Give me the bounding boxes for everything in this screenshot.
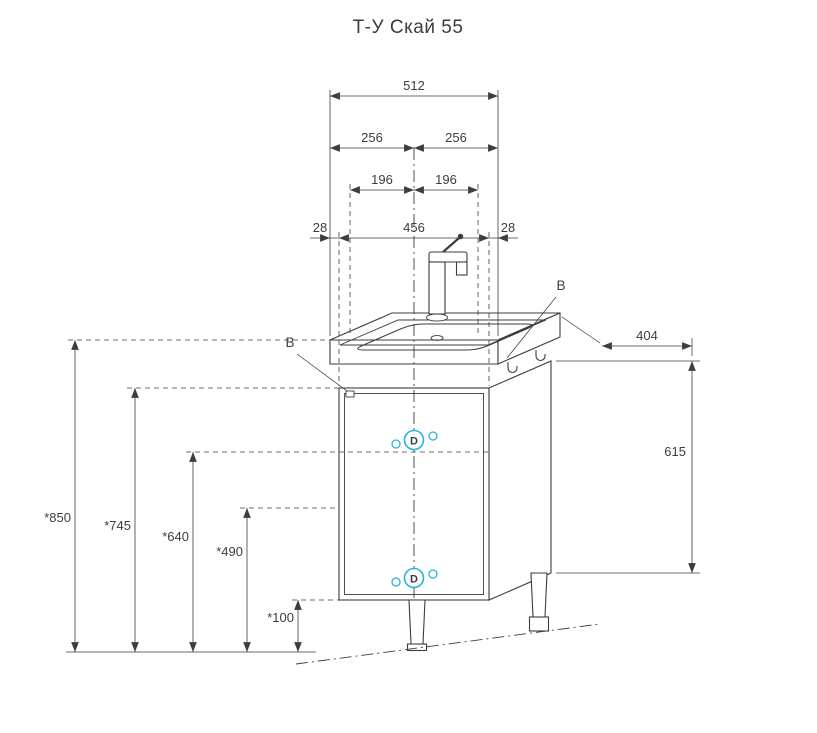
top-dimension-labels: 512 256 256 196 196 28 456 28 xyxy=(313,78,515,235)
hinge-pin-icon xyxy=(391,439,401,449)
drawing-title: Т-У Скай 55 xyxy=(353,17,464,38)
dim-cabinet-height: 615 xyxy=(664,444,686,459)
dim-height-mid: *490 xyxy=(216,544,243,559)
legs xyxy=(406,572,550,652)
basin-bowl xyxy=(357,323,533,351)
leg-back xyxy=(530,572,548,618)
dim-height-shelf: *640 xyxy=(162,529,189,544)
callout-b-left: B xyxy=(285,335,348,392)
right-dimensions xyxy=(556,316,700,574)
top-dimensions xyxy=(310,90,518,386)
dim-overhang-right: 28 xyxy=(501,220,515,235)
basin-right-face xyxy=(497,312,561,365)
dim-cabinet-width: 456 xyxy=(403,220,425,235)
faucet-spout xyxy=(428,251,468,263)
left-dimension-labels: *850 *745 *640 *490 *100 xyxy=(44,510,294,625)
faucet-base xyxy=(426,313,448,322)
hinge-pin-icon xyxy=(391,577,401,587)
hinge-marker-bottom: D xyxy=(391,567,438,589)
dim-width-total: 512 xyxy=(403,78,425,93)
dim-width-half-left: 256 xyxy=(361,130,383,145)
basin-rim xyxy=(339,319,547,346)
right-dimension-labels: 404 615 xyxy=(636,328,686,459)
faucet xyxy=(428,233,468,315)
hinge-pin-icon xyxy=(428,431,438,441)
cabinet-side-panel xyxy=(488,360,552,601)
left-dimensions xyxy=(66,339,489,653)
mounting-hook-1 xyxy=(507,362,518,374)
hinge-bottom-label: D xyxy=(410,574,418,586)
hinge-circle-icon xyxy=(403,429,425,451)
dim-hole-right: 196 xyxy=(435,172,457,187)
faucet-lever xyxy=(442,237,460,253)
dim-hole-left: 196 xyxy=(371,172,393,187)
dim-depth: 404 xyxy=(636,328,658,343)
dim-height-legs: *100 xyxy=(267,610,294,625)
mounting-hook-2 xyxy=(535,350,546,362)
hinge-pin-icon xyxy=(428,569,438,579)
callout-b-right: B xyxy=(506,278,566,359)
dim-overhang-left: 28 xyxy=(313,220,327,235)
hinge-plate-left xyxy=(345,390,355,398)
dim-height-cabinet-top: *745 xyxy=(104,518,131,533)
dim-width-half-right: 256 xyxy=(445,130,467,145)
leg-front xyxy=(408,599,426,645)
floor-line xyxy=(295,623,601,665)
hinge-circle-icon xyxy=(403,567,425,589)
leg-back-foot xyxy=(528,616,550,632)
callout-b-left-label: B xyxy=(285,335,294,350)
hinge-top-label: D xyxy=(410,436,418,448)
leg-front-foot xyxy=(406,643,428,652)
cabinet xyxy=(338,360,552,601)
faucet-nozzle xyxy=(455,261,468,276)
callout-b-right-label: B xyxy=(556,278,565,293)
drain xyxy=(430,335,444,341)
dim-height-total: *850 xyxy=(44,510,71,525)
faucet-body xyxy=(428,261,446,315)
washbasin xyxy=(329,312,561,374)
hinge-marker-top: D xyxy=(391,429,438,451)
